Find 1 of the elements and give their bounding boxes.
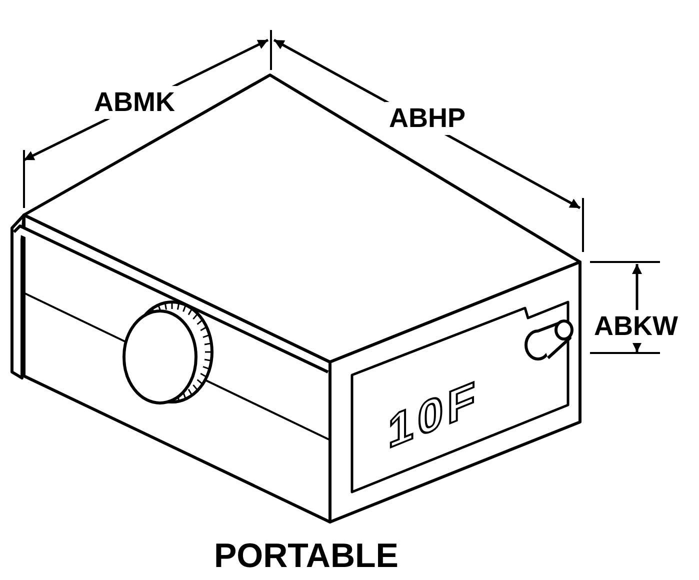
display-readout: 10F xyxy=(387,368,480,460)
